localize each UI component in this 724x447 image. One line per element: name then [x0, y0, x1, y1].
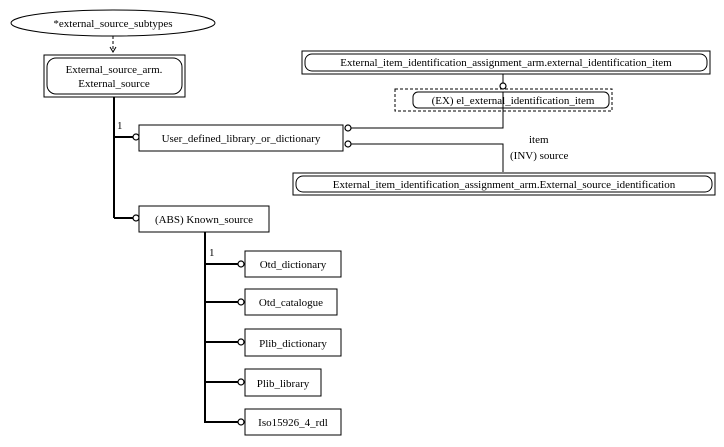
- plib-library-node[interactable]: Plib_library: [244, 368, 322, 397]
- otd-catalogue-node[interactable]: Otd_catalogue: [244, 288, 338, 316]
- plib-dictionary-label: Plib_dictionary: [259, 338, 327, 350]
- ext-source-id-label: External_item_identification_assignment_…: [333, 179, 676, 191]
- ext-source-id-node[interactable]: External_item_identification_assignment_…: [292, 172, 716, 196]
- known-source-endpoint-icon: [132, 214, 140, 222]
- subtypes-ellipse-node[interactable]: *external_source_subtypes: [10, 9, 216, 37]
- subtypes-ellipse-label: *external_source_subtypes: [53, 18, 172, 30]
- item-label: item: [529, 134, 549, 146]
- el-ext-label: (EX) el_external_identification_item: [432, 95, 595, 107]
- relation-to-ext-source-id: [351, 143, 504, 172]
- known-source-label: (ABS) Known_source: [155, 214, 253, 226]
- ext-item-endpoint-icon: [499, 82, 507, 90]
- ext-item-label: External_item_identification_assignment_…: [340, 57, 672, 69]
- el-ext-node[interactable]: (EX) el_external_identification_item: [394, 88, 613, 112]
- external-source-label-line1: External_source_arm.: [66, 64, 163, 76]
- user-defined-relation1-icon: [344, 124, 352, 132]
- otd-dictionary-node[interactable]: Otd_dictionary: [244, 250, 342, 278]
- plib-library-label: Plib_library: [257, 378, 310, 390]
- otd-dictionary-endpoint-icon: [237, 260, 245, 268]
- plib-dictionary-endpoint-icon: [237, 338, 245, 346]
- inv-source-label: (INV) source: [510, 150, 568, 162]
- otd-catalogue-label: Otd_catalogue: [259, 297, 323, 309]
- iso15926-label: Iso15926_4_rdl: [258, 417, 328, 429]
- relation-to-el-ext: [351, 92, 504, 129]
- ext-item-node[interactable]: External_item_identification_assignment_…: [301, 50, 711, 75]
- cardinality-known-label: 1: [209, 247, 215, 259]
- cardinality-top-label: 1: [117, 120, 123, 132]
- subtypes-arrow-icon: [109, 46, 117, 53]
- plib-library-endpoint-icon: [237, 378, 245, 386]
- user-defined-label: User_defined_library_or_dictionary: [162, 133, 321, 145]
- otd-dictionary-label: Otd_dictionary: [260, 259, 327, 271]
- known-source-node[interactable]: (ABS) Known_source: [138, 205, 270, 233]
- iso15926-endpoint-icon: [237, 418, 245, 426]
- plib-dictionary-node[interactable]: Plib_dictionary: [244, 328, 342, 357]
- otd-catalogue-endpoint-icon: [237, 298, 245, 306]
- external-source-node[interactable]: External_source_arm. External_source: [43, 54, 186, 98]
- user-defined-relation2-icon: [344, 140, 352, 148]
- user-defined-endpoint-icon: [132, 133, 140, 141]
- iso15926-node[interactable]: Iso15926_4_rdl: [244, 408, 342, 436]
- user-defined-node[interactable]: User_defined_library_or_dictionary: [138, 124, 344, 152]
- external-source-label-line2: External_source: [78, 78, 150, 90]
